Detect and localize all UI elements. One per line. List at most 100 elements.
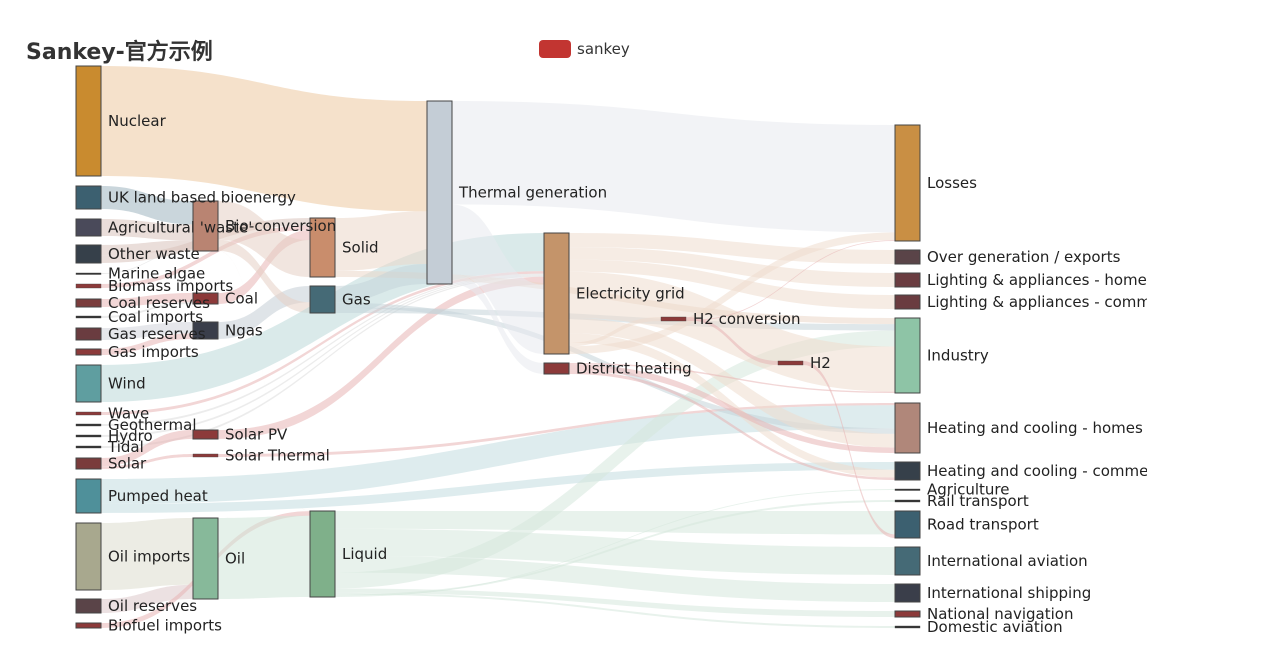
node-other-waste[interactable]: [75, 244, 102, 264]
node-biomass-imports[interactable]: [75, 283, 102, 289]
node-hydro[interactable]: [75, 434, 102, 438]
link-bio-conversion-to-solid[interactable]: [218, 201, 310, 277]
link-coal-to-solid[interactable]: [218, 230, 310, 304]
node-industry[interactable]: [894, 317, 921, 394]
node-domestic-aviation[interactable]: [894, 625, 921, 629]
node-electricity-grid[interactable]: [543, 232, 570, 355]
link-liquid-to-agriculture[interactable]: [335, 489, 895, 597]
node-road-transport[interactable]: [894, 510, 921, 539]
link-liquid-to-domestic-aviation[interactable]: [335, 592, 895, 628]
link-nuclear-to-thermal-generation[interactable]: [101, 66, 427, 212]
link-marine-algae-to-bio-conversion[interactable]: [101, 250, 193, 274]
link-oil-to-liquid[interactable]: [218, 515, 310, 599]
link-gas-reserves-to-ngas[interactable]: [101, 322, 193, 340]
node-international-aviation[interactable]: [894, 546, 921, 576]
link-district-heating-to-heating-and-cooling-homes[interactable]: [569, 364, 895, 453]
node-uk-land-based-bioenergy[interactable]: [75, 185, 102, 210]
link-solar-to-solar-pv[interactable]: [101, 430, 193, 467]
node-agriculture[interactable]: [894, 488, 921, 491]
node-solid[interactable]: [309, 217, 336, 278]
link-electricity-grid-to-losses[interactable]: [569, 232, 895, 354]
node-bio-conversion[interactable]: [192, 200, 219, 252]
link-other-waste-to-bio-conversion[interactable]: [101, 240, 193, 256]
node-oil-reserves[interactable]: [75, 598, 102, 614]
link-gas-imports-to-ngas[interactable]: [101, 333, 193, 355]
node-wave[interactable]: [75, 411, 102, 416]
legend[interactable]: sankey: [539, 40, 630, 58]
link-wave-to-electricity-grid[interactable]: [101, 271, 544, 415]
node-thermal-generation[interactable]: [426, 100, 453, 285]
node-liquid[interactable]: [309, 510, 336, 598]
link-liquid-to-international-shipping[interactable]: [335, 555, 895, 602]
node-lighting-appliances-homes[interactable]: [894, 272, 921, 288]
node-losses[interactable]: [894, 124, 921, 242]
link-h2-conversion-to-losses[interactable]: [686, 240, 895, 321]
link-h2-conversion-to-h2[interactable]: [686, 317, 778, 365]
node-lighting-appliances-commercial[interactable]: [894, 294, 921, 310]
link-district-heating-to-industry[interactable]: [569, 363, 895, 393]
link-electricity-grid-to-lighting-appliances-homes[interactable]: [569, 247, 895, 287]
link-electricity-grid-to-h2-conversion[interactable]: [569, 317, 661, 347]
node-heating-and-cooling-commercial[interactable]: [894, 461, 921, 481]
node-solar-pv[interactable]: [192, 429, 219, 440]
link-liquid-to-national-navigation[interactable]: [335, 588, 895, 617]
legend-swatch[interactable]: [539, 40, 571, 58]
node-oil[interactable]: [192, 517, 219, 600]
node-h2-conversion[interactable]: [660, 316, 687, 322]
node-nuclear[interactable]: [75, 65, 102, 177]
legend-label[interactable]: sankey: [577, 40, 630, 58]
link-district-heating-to-heating-and-cooling-commercial[interactable]: [569, 370, 895, 480]
node-ngas[interactable]: [192, 321, 219, 340]
node-solar-thermal[interactable]: [192, 453, 219, 458]
node-over-generation-exports[interactable]: [894, 249, 921, 265]
node-international-shipping[interactable]: [894, 583, 921, 603]
node-national-navigation[interactable]: [894, 610, 921, 618]
link-oil-reserves-to-oil[interactable]: [101, 584, 193, 613]
node-geothermal[interactable]: [75, 423, 102, 427]
link-electricity-grid-to-over-generation-exports[interactable]: [569, 233, 895, 264]
node-coal-reserves[interactable]: [75, 298, 102, 308]
node-h2[interactable]: [777, 360, 804, 366]
node-agricultural-waste[interactable]: [75, 218, 102, 237]
link-coal-imports-to-coal[interactable]: [101, 302, 193, 318]
link-liquid-to-industry[interactable]: [335, 330, 895, 589]
link-electricity-grid-to-lighting-appliances-commercial[interactable]: [569, 259, 895, 309]
link-electricity-grid-to-heating-and-cooling-homes[interactable]: [569, 317, 895, 448]
node-marine-algae[interactable]: [75, 272, 102, 275]
link-solar-pv-to-electricity-grid[interactable]: [218, 276, 544, 439]
node-biofuel-imports[interactable]: [75, 622, 102, 629]
node-rail-transport[interactable]: [894, 499, 921, 503]
link-bio-conversion-to-liquid[interactable]: [218, 250, 310, 512]
link-solar-to-solar-thermal[interactable]: [101, 454, 193, 469]
link-electricity-grid-to-heating-and-cooling-commercial[interactable]: [569, 333, 895, 478]
link-liquid-to-international-aviation[interactable]: [335, 528, 895, 575]
link-electricity-grid-to-industry[interactable]: [569, 271, 895, 392]
node-gas[interactable]: [309, 285, 336, 314]
node-coal[interactable]: [192, 292, 219, 305]
link-thermal-generation-to-losses[interactable]: [452, 101, 895, 233]
link-uk-land-based-bioenergy-to-bio-conversion[interactable]: [101, 186, 193, 225]
node-coal-imports[interactable]: [75, 315, 102, 319]
link-solar-thermal-to-heating-and-cooling-homes[interactable]: [218, 403, 895, 457]
link-agricultural-waste-to-bio-conversion[interactable]: [101, 219, 193, 241]
link-thermal-generation-to-electricity-grid[interactable]: [452, 204, 544, 354]
node-wind[interactable]: [75, 364, 102, 403]
link-tidal-to-electricity-grid[interactable]: [101, 275, 544, 448]
node-tidal[interactable]: [75, 445, 102, 449]
link-oil-imports-to-oil[interactable]: [101, 518, 193, 590]
node-gas-reserves[interactable]: [75, 327, 102, 341]
link-solid-to-thermal-generation[interactable]: [335, 211, 427, 271]
node-oil-imports[interactable]: [75, 522, 102, 591]
link-liquid-to-rail-transport[interactable]: [335, 500, 895, 597]
node-district-heating[interactable]: [543, 362, 570, 375]
link-hydro-to-electricity-grid[interactable]: [101, 274, 544, 437]
node-solar[interactable]: [75, 457, 102, 470]
link-pumped-heat-to-heating-and-cooling-homes[interactable]: [101, 405, 895, 504]
link-thermal-generation-to-district-heating[interactable]: [452, 273, 544, 374]
link-biomass-imports-to-solid[interactable]: [101, 225, 310, 288]
link-liquid-to-road-transport[interactable]: [335, 511, 895, 535]
link-coal-reserves-to-coal[interactable]: [101, 293, 193, 307]
link-gas-to-thermal-generation[interactable]: [335, 264, 427, 303]
node-gas-imports[interactable]: [75, 348, 102, 356]
link-pumped-heat-to-heating-and-cooling-commercial[interactable]: [101, 462, 895, 513]
